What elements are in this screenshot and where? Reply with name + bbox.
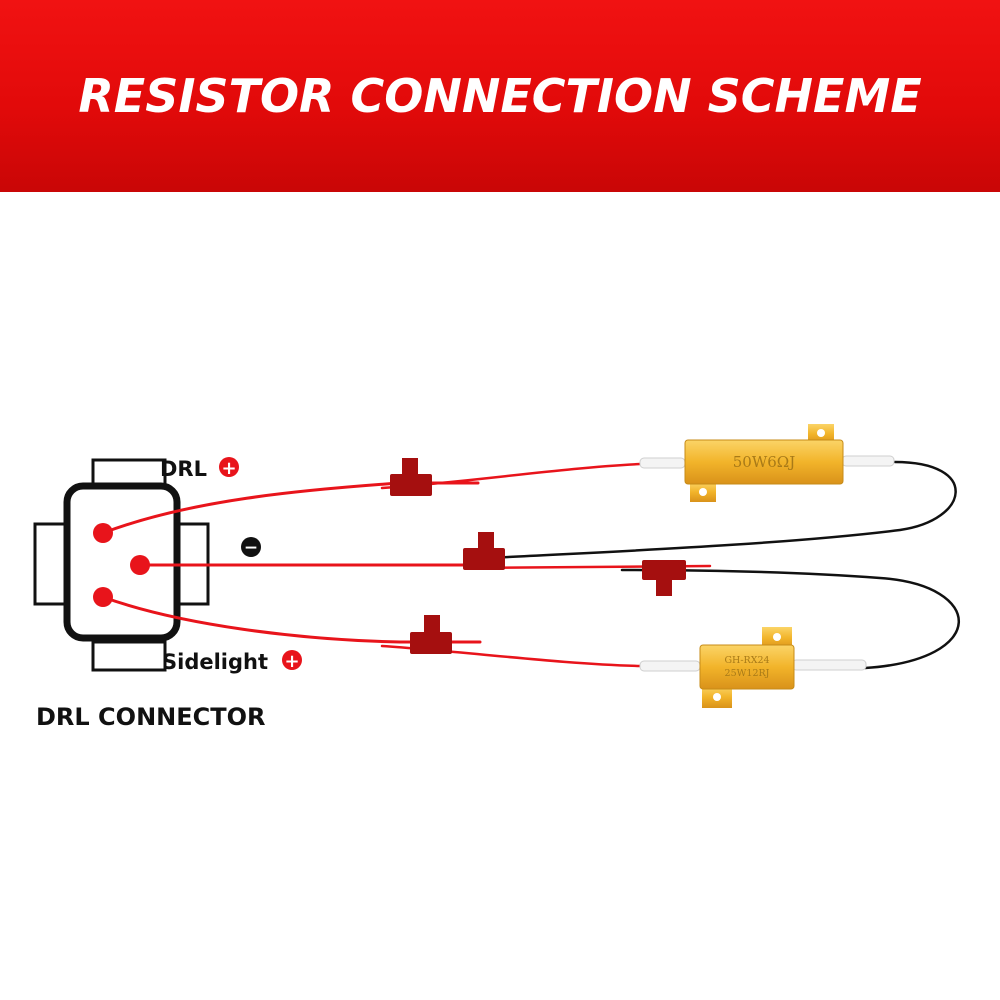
black-wire-r1 <box>488 460 957 560</box>
label-sidelight: Sidelight <box>162 650 268 674</box>
resistor-lead-left <box>639 660 701 672</box>
resistor-marking-line2: 25W12RJ <box>725 668 770 679</box>
header-banner: RESISTOR CONNECTION SCHEME <box>0 0 1000 192</box>
connector-title: DRL CONNECTOR <box>36 703 266 731</box>
resistor-lead-right <box>791 659 867 671</box>
resistor-marking: 50W6ΩJ <box>733 453 796 471</box>
resistor-marking-line1: GH-RX24 <box>724 655 769 666</box>
connector-tab-left <box>33 522 69 606</box>
wire-sidelight <box>101 595 482 644</box>
label-drl: DRL <box>160 457 207 481</box>
plus-circle-icon: + <box>219 457 239 479</box>
pin-drl <box>93 523 113 543</box>
pin-sidelight <box>93 587 113 607</box>
black-wires <box>488 460 960 670</box>
connector-pins <box>93 523 150 607</box>
plus-circle-icon: + <box>282 650 302 672</box>
tap-connector-ground-2 <box>642 560 686 596</box>
tap-connector-sidelight <box>410 615 452 654</box>
black-wire-r2 <box>620 568 960 670</box>
pin-ground <box>130 555 150 575</box>
resistor-25w: GH-RX24 25W12RJ <box>639 627 867 708</box>
svg-text:−: − <box>244 538 258 558</box>
connector-tab-bottom <box>91 640 167 672</box>
page-title: RESISTOR CONNECTION SCHEME <box>78 69 922 123</box>
tap-connector-drl <box>390 458 432 496</box>
svg-text:+: + <box>221 458 236 479</box>
tap-connector-ground <box>463 532 505 570</box>
svg-text:+: + <box>284 651 299 672</box>
wire-drl <box>101 481 480 535</box>
resistor-lead-left <box>639 457 686 469</box>
resistor-lead-right <box>841 455 895 467</box>
minus-circle-icon: − <box>241 537 261 558</box>
resistor-50w: 50W6ΩJ <box>639 424 895 502</box>
tap-connectors <box>390 458 686 654</box>
